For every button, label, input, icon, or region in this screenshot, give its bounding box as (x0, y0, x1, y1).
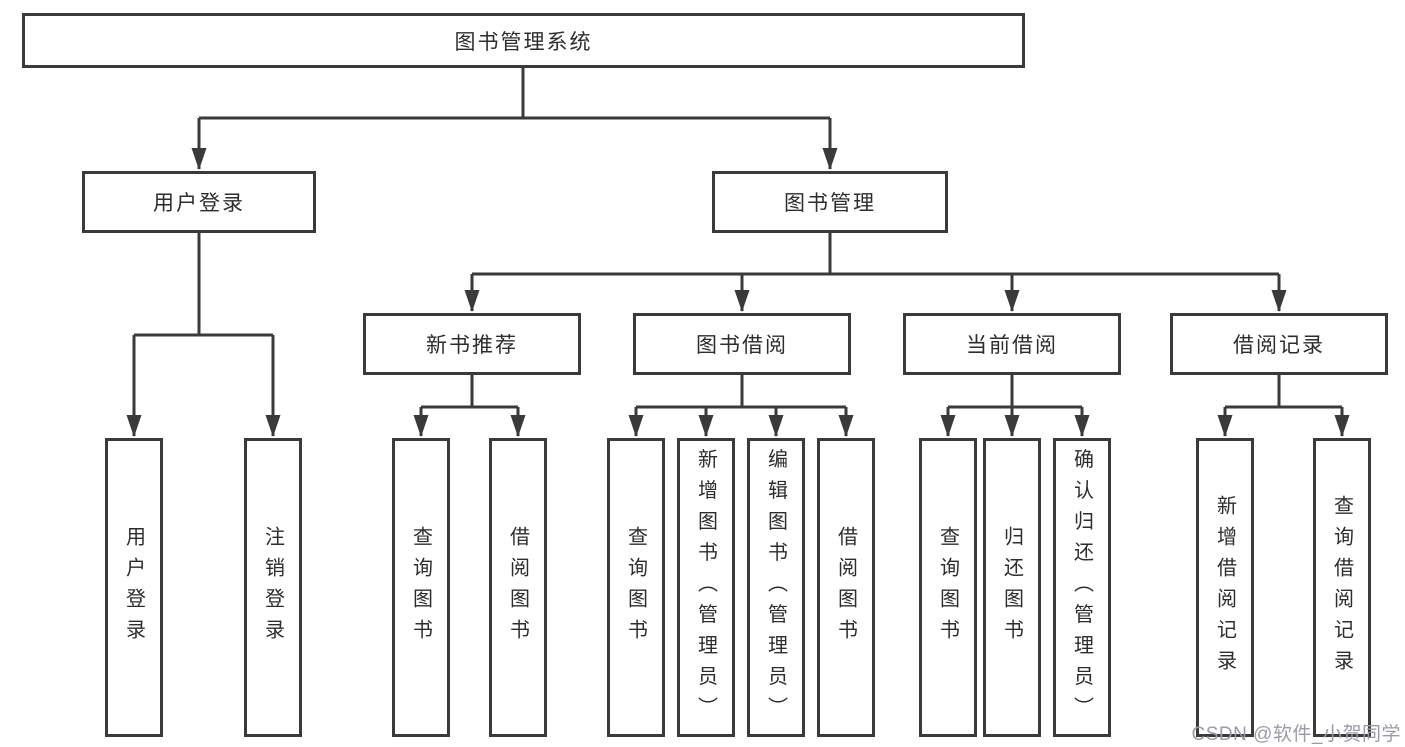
node-label: 用户登录 (122, 525, 145, 650)
node-leaf-query-borrow-record: 查询借阅记录 (1313, 438, 1371, 737)
node-label: 图书管理系统 (454, 30, 593, 54)
node-leaf-edit-book-admin: 编辑图书（管理员） (747, 438, 805, 737)
node-leaf-return-book: 归还图书 (983, 438, 1041, 737)
node-leaf-borrow-book: 借阅图书 (817, 438, 875, 737)
node-label: 新增借阅记录 (1213, 494, 1236, 681)
node-leaf-query-book-current: 查询图书 (919, 438, 977, 737)
node-label: 新书推荐 (426, 334, 518, 357)
node-leaf-confirm-return-admin: 确认归还（管理员） (1053, 438, 1111, 737)
node-label: 当前借阅 (966, 334, 1058, 357)
csdn-watermark: CSDN @软件_小贺同学 (1191, 724, 1401, 745)
node-label: 查询图书 (936, 525, 959, 650)
connector-stems (134, 68, 1342, 409)
node-label: 图书管理 (784, 192, 876, 215)
node-book-management: 图书管理 (712, 171, 948, 233)
node-label: 查询图书 (409, 525, 432, 650)
node-label: 新增图书（管理员） (694, 448, 717, 727)
node-label: 借阅记录 (1233, 334, 1325, 357)
node-borrow-records: 借阅记录 (1170, 313, 1388, 375)
node-current-borrow: 当前借阅 (903, 313, 1121, 375)
node-root-system: 图书管理系统 (22, 13, 1025, 68)
node-leaf-logout: 注销登录 (244, 438, 302, 737)
node-label: 借阅图书 (506, 525, 529, 650)
node-leaf-query-book-borrow: 查询图书 (607, 438, 665, 737)
node-label: 借阅图书 (834, 525, 857, 650)
node-new-book-recommend: 新书推荐 (363, 313, 581, 375)
node-leaf-borrow-book-recommend: 借阅图书 (489, 438, 547, 737)
connector-arrows (126, 118, 1350, 437)
node-label: 查询图书 (624, 525, 647, 650)
node-label: 确认归还（管理员） (1070, 448, 1093, 727)
node-label: 注销登录 (261, 525, 284, 650)
node-label: 图书借阅 (696, 334, 788, 357)
node-leaf-query-book-recommend: 查询图书 (392, 438, 450, 737)
node-book-borrow: 图书借阅 (633, 313, 851, 375)
node-leaf-add-borrow-record: 新增借阅记录 (1196, 438, 1254, 737)
node-label: 编辑图书（管理员） (764, 448, 787, 727)
node-label: 用户登录 (153, 192, 245, 215)
node-leaf-add-book-admin: 新增图书（管理员） (677, 438, 735, 737)
node-label: 归还图书 (1000, 525, 1023, 650)
node-leaf-user-login: 用户登录 (105, 438, 163, 737)
node-label: 查询借阅记录 (1330, 494, 1353, 681)
node-user-login: 用户登录 (82, 171, 316, 233)
